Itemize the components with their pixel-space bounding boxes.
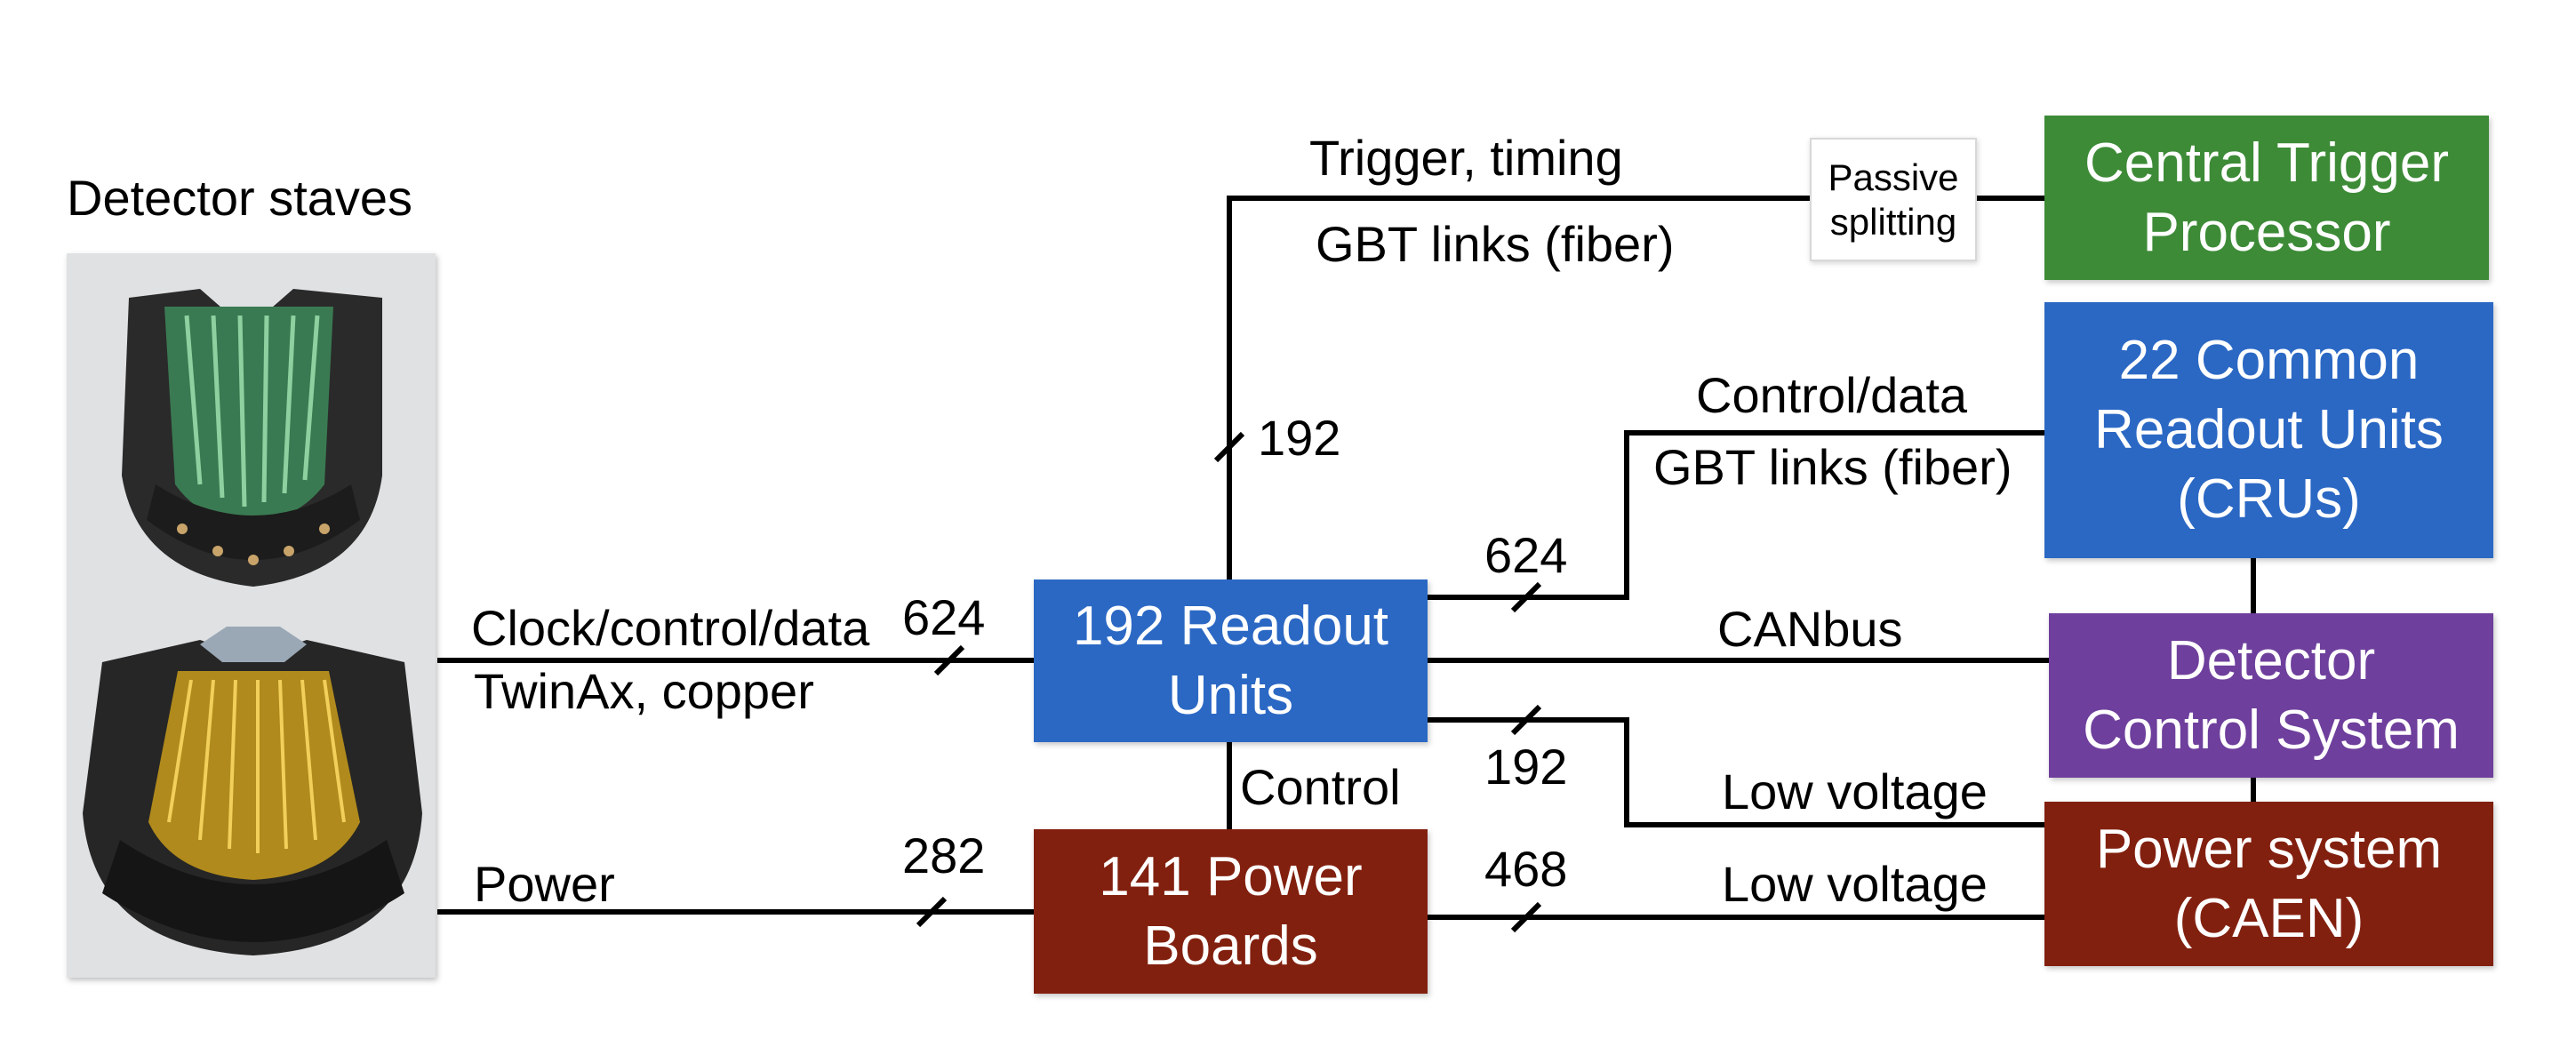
readout-units-box: 192 Readout Units (1034, 579, 1428, 742)
trigger-link-title: Trigger, timing (1309, 130, 1623, 186)
trigger-link-line (1227, 196, 1810, 579)
power-bus-slash (916, 896, 948, 928)
cru-link-medium: GBT links (fiber) (1653, 439, 2012, 495)
trigger-link-count: 192 (1258, 410, 1341, 466)
lv-pb-count: 468 (1484, 841, 1568, 897)
detector-title: Detector staves (67, 170, 413, 226)
stave-link-count: 624 (902, 589, 986, 645)
cru-link-title: Control/data (1696, 367, 1968, 423)
lv-ru-label: Low voltage (1722, 763, 1988, 819)
trigger-link-medium: GBT links (fiber) (1316, 216, 1675, 272)
detector-staves-photo (67, 253, 436, 978)
power-boards-box: 141 Power Boards (1034, 829, 1428, 994)
lv-pb-label: Low voltage (1722, 856, 1988, 912)
power-system-box: Power system (CAEN) (2044, 802, 2493, 966)
stave-link-title: Clock/control/data (471, 600, 870, 656)
central-trigger-processor-box: Central Trigger Processor (2044, 116, 2489, 280)
outer-stave-assembly (83, 627, 422, 955)
inner-stave-assembly (122, 289, 382, 587)
stave-illustrations (83, 289, 422, 955)
common-readout-units-box: 22 Common Readout Units (CRUs) (2044, 302, 2493, 558)
stave-bus-slash (933, 644, 965, 676)
stave-link-medium: TwinAx, copper (474, 663, 814, 719)
cru-bus-slash (1510, 581, 1542, 613)
passive-splitting-box: Passive splitting (1810, 138, 1977, 261)
trigger-bus-slash (1213, 431, 1245, 463)
lv-ru-count: 192 (1484, 739, 1568, 795)
detector-control-system-box: Detector Control System (2049, 613, 2493, 778)
lv-pb-bus-slash (1510, 901, 1542, 933)
control-label: Control (1240, 759, 1401, 815)
cru-link-count: 624 (1484, 527, 1568, 583)
power-link-count: 282 (902, 827, 986, 883)
power-link-title: Power (474, 856, 615, 912)
lv-ru-bus-slash (1510, 704, 1542, 736)
canbus-label: CANbus (1717, 601, 1903, 657)
